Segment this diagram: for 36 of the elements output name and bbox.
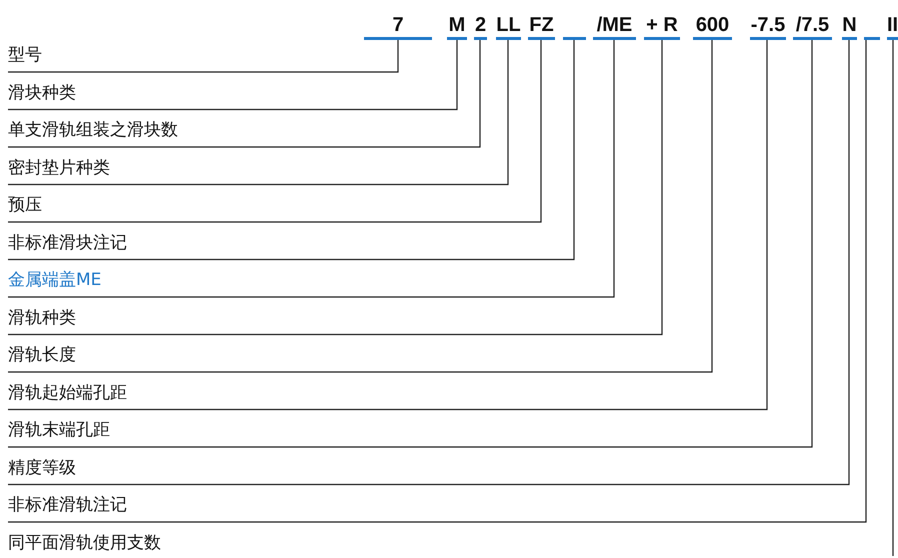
code-segment: 2 (474, 14, 487, 40)
field-label: 型号 (8, 43, 42, 72)
leader-line (8, 40, 481, 148)
field-label: 精度等级 (8, 456, 76, 484)
code-segment: N (842, 14, 857, 40)
code-segment: LL (496, 14, 521, 40)
code-segment: FZ (528, 14, 555, 40)
field-label: 滑轨长度 (8, 343, 76, 372)
field-label: 预压 (8, 193, 42, 222)
leader-line (8, 40, 509, 186)
code-segment: /ME (593, 14, 636, 40)
field-label: 单支滑轨组装之滑块数 (8, 118, 178, 147)
code-segment: -7.5 (750, 14, 786, 40)
leader-line (8, 40, 399, 73)
code-segment: II (887, 14, 898, 40)
field-label: 非标准滑轨注记 (8, 493, 127, 522)
field-label: 滑轨种类 (8, 306, 76, 334)
code-segment: 600 (693, 14, 732, 40)
field-label: 滑块种类 (8, 80, 76, 110)
leader-line (8, 40, 575, 260)
leader-line (8, 40, 615, 298)
leader-line (892, 40, 894, 556)
field-label: 非标准滑块注记 (8, 230, 127, 260)
field-label: 密封垫片种类 (8, 156, 110, 184)
code-segment: M (447, 14, 467, 40)
field-label: 滑轨起始端孔距 (8, 380, 127, 410)
code-segment: + R (644, 14, 680, 40)
code-segment: 7 (364, 14, 432, 40)
field-label: 同平面滑轨使用支数 (8, 530, 161, 558)
leader-line (8, 40, 542, 223)
leader-line (8, 40, 713, 373)
leader-line (8, 40, 663, 336)
field-label: 金属端盖ME (8, 268, 102, 297)
field-label: 滑轨末端孔距 (8, 418, 110, 447)
code-segment: /7.5 (793, 14, 832, 40)
leader-line (8, 40, 458, 110)
